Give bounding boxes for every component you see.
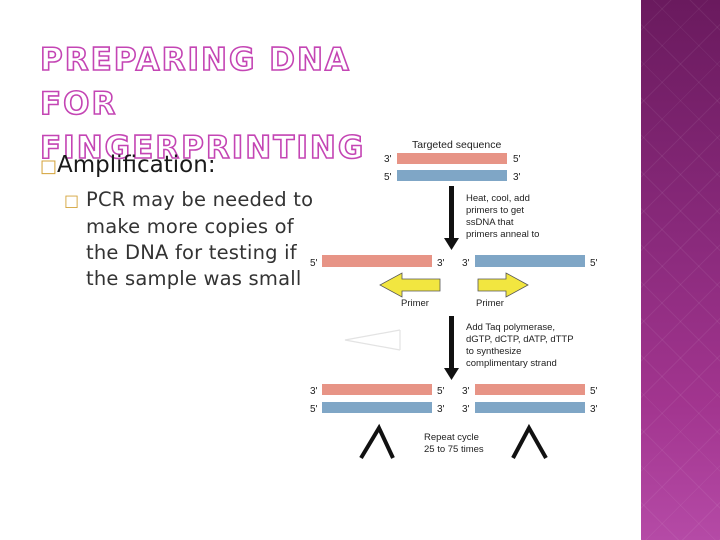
strand-end-label: 3' [462, 386, 470, 397]
single-strand-pink [322, 255, 432, 267]
strand-end-label: 3' [437, 258, 445, 269]
faint-arrow-outline [344, 329, 401, 351]
strand-end-label: 3' [310, 386, 318, 397]
strand-end-label: 5' [310, 404, 318, 415]
strand-end-label: 5' [384, 172, 392, 183]
product-strand-blue-right [475, 402, 585, 413]
bullet-level-1: □Amplification: [40, 150, 310, 182]
primer-label-left: Primer [401, 298, 429, 309]
primer-label-right: Primer [476, 298, 504, 309]
step1-line: Heat, cool, add [466, 193, 530, 204]
step2-line: complimentary strand [466, 358, 557, 369]
primer-arrow-left-icon [379, 272, 441, 298]
targeted-sequence-label: Targeted sequence [412, 139, 501, 151]
repeat-cycle-line: Repeat cycle [424, 432, 479, 443]
strand-end-label: 5' [310, 258, 318, 269]
product-strand-pink-right [475, 384, 585, 395]
single-strand-blue [475, 255, 585, 267]
strand-end-label: 3' [462, 258, 470, 269]
step2-line: dGTP, dCTP, dATP, dTTP [466, 334, 574, 345]
strand-end-label: 3' [462, 404, 470, 415]
repeat-cycle-line: 25 to 75 times [424, 444, 484, 455]
step1-line: ssDNA that [466, 217, 514, 228]
step2-line: Add Taq polymerase, [466, 322, 555, 333]
bullet-level-2: □ PCR may be needed to make more copies o… [64, 187, 331, 292]
strand-end-label: 5' [437, 386, 445, 397]
decorative-side-band [641, 0, 720, 540]
product-strand-pink-left [322, 384, 432, 395]
bullet-level-2-text: PCR may be needed to make more copies of… [86, 188, 314, 290]
strand-end-label: 3' [437, 404, 445, 415]
step1-line: primers anneal to [466, 229, 539, 240]
primer-arrow-right-icon [477, 272, 529, 298]
process-arrow-head-icon [444, 368, 459, 380]
slide-title: Preparing DNA for Fingerprinting [39, 41, 366, 167]
process-arrow-shaft [449, 186, 454, 238]
target-strand-bottom [397, 170, 507, 181]
bullet-glyph-icon: □ [40, 156, 58, 177]
repeat-split-left-icon [359, 423, 395, 460]
strand-end-label: 5' [590, 386, 598, 397]
strand-end-label: 5' [513, 154, 521, 165]
product-strand-blue-left [322, 402, 432, 413]
side-band-pattern [641, 0, 720, 540]
pcr-diagram: Targeted sequence 3' 5' 5' 3' Heat, cool… [310, 139, 598, 460]
repeat-split-right-icon [511, 423, 548, 459]
strand-end-label: 3' [513, 172, 521, 183]
process-arrow-shaft [449, 316, 454, 368]
strand-end-label: 3' [590, 404, 598, 415]
process-arrow-head-icon [444, 238, 459, 250]
strand-end-label: 5' [590, 258, 598, 269]
sub-bullet-glyph-icon: □ [64, 191, 80, 210]
strand-end-label: 3' [384, 154, 392, 165]
bullet-level-1-text: Amplification: [57, 152, 216, 178]
step2-line: to synthesize [466, 346, 521, 357]
target-strand-top [397, 153, 507, 164]
step1-line: primers to get [466, 205, 524, 216]
